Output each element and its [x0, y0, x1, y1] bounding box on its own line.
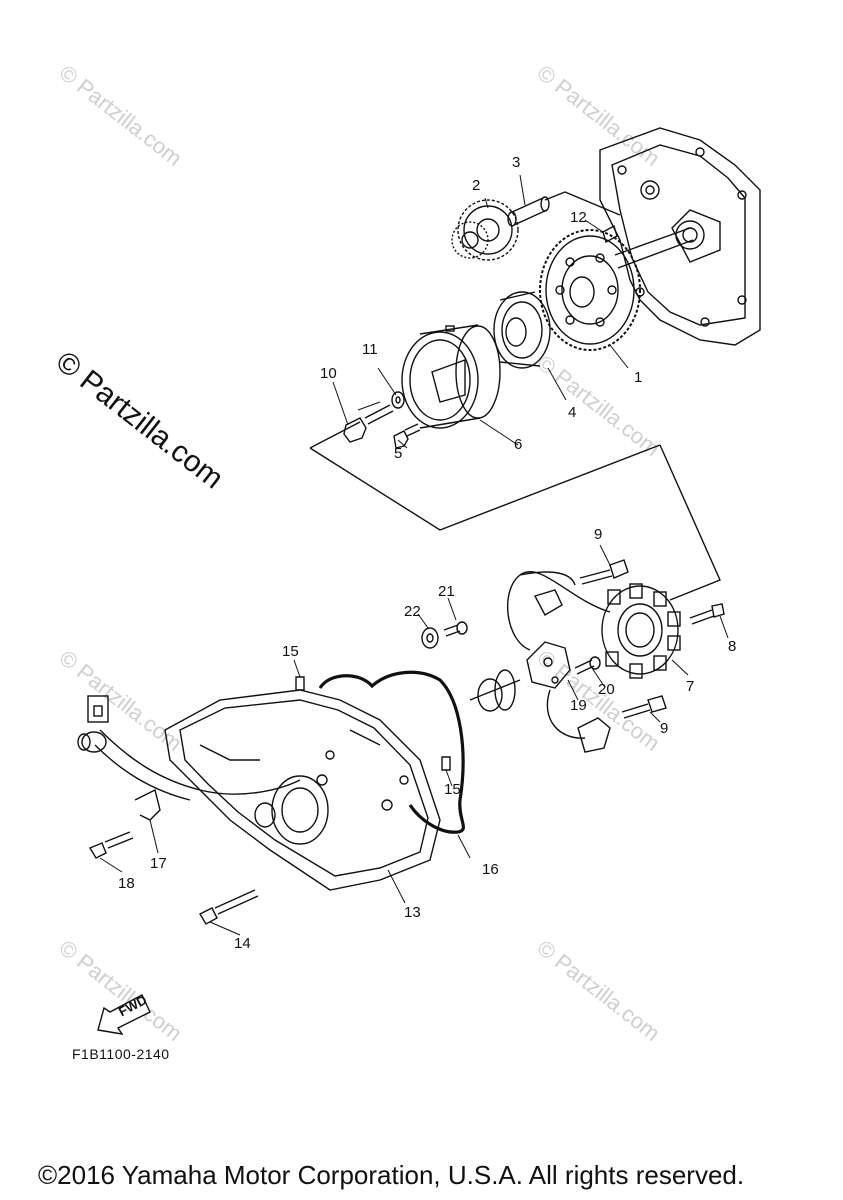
callout-10: 10 [320, 365, 337, 382]
callout-7: 7 [686, 678, 694, 695]
callout-1: 1 [634, 369, 642, 386]
callout-19: 19 [570, 697, 587, 714]
fwd-arrow-icon [97, 994, 151, 1035]
callout-11: 11 [362, 341, 378, 358]
lead-clamp [533, 589, 563, 616]
callout-18: 18 [118, 875, 135, 892]
callout-14: 14 [234, 935, 251, 952]
pickup-coil [577, 717, 611, 753]
callout-15-lower: 15 [444, 781, 461, 798]
callout-6: 6 [514, 436, 522, 453]
dowel-pin-upper [295, 676, 305, 691]
plate-screw [574, 656, 601, 675]
callout-4: 4 [568, 404, 576, 421]
idler-shaft [507, 191, 621, 227]
stator-coil [601, 583, 681, 679]
starter-clutch [493, 291, 551, 369]
callout-9-upper: 9 [594, 526, 602, 543]
callout-5: 5 [394, 445, 402, 462]
group-bracket-line [309, 421, 721, 601]
clutch-bolt [393, 423, 421, 449]
pickup-plate [526, 641, 571, 689]
callout-22: 22 [404, 603, 421, 620]
starter-wheel-gear [539, 229, 641, 351]
callout-3: 3 [512, 154, 520, 171]
clamp-bolt [88, 831, 134, 859]
callout-15-upper: 15 [282, 643, 299, 660]
cover-bolt-long [199, 889, 259, 925]
callout-21: 21 [438, 583, 455, 600]
callout-13: 13 [404, 904, 421, 921]
dowel-pin-lower [441, 756, 451, 771]
stator-screw [689, 603, 725, 625]
callout-8: 8 [728, 638, 736, 655]
leader-lines [99, 174, 729, 936]
rotor-washer [391, 391, 405, 409]
callout-20: 20 [598, 681, 615, 698]
sensor-lead-wire [546, 689, 586, 739]
callout-numbers: 1 2 3 4 5 6 7 8 9 9 10 11 12 13 14 15 15… [118, 154, 736, 952]
callout-9-lower: 9 [660, 720, 668, 737]
callout-2: 2 [472, 177, 480, 194]
crankcase-housing [599, 127, 761, 346]
stator-lead-wire [507, 571, 611, 651]
cover-washer [421, 627, 439, 649]
rotor-bolt [343, 404, 394, 443]
crankshaft-end [614, 227, 694, 269]
idler-gear [451, 199, 519, 261]
stator-bolt-lower [621, 695, 667, 719]
copyright-notice: ©2016 Yamaha Motor Corporation, U.S.A. A… [38, 1160, 745, 1190]
cover-gasket [318, 670, 465, 834]
cover-bolt-small [443, 621, 468, 637]
generator-cover [164, 689, 441, 891]
rotor-assembly [401, 324, 501, 429]
wire-harness [77, 695, 301, 801]
callout-17: 17 [150, 855, 167, 872]
wire-grommet [469, 669, 521, 712]
callout-12: 12 [570, 209, 587, 226]
diagram-code: F1B1100-2140 [72, 1046, 170, 1062]
callout-16: 16 [482, 861, 499, 878]
stator-bolt-upper [579, 559, 629, 585]
wire-clamp [134, 788, 161, 821]
